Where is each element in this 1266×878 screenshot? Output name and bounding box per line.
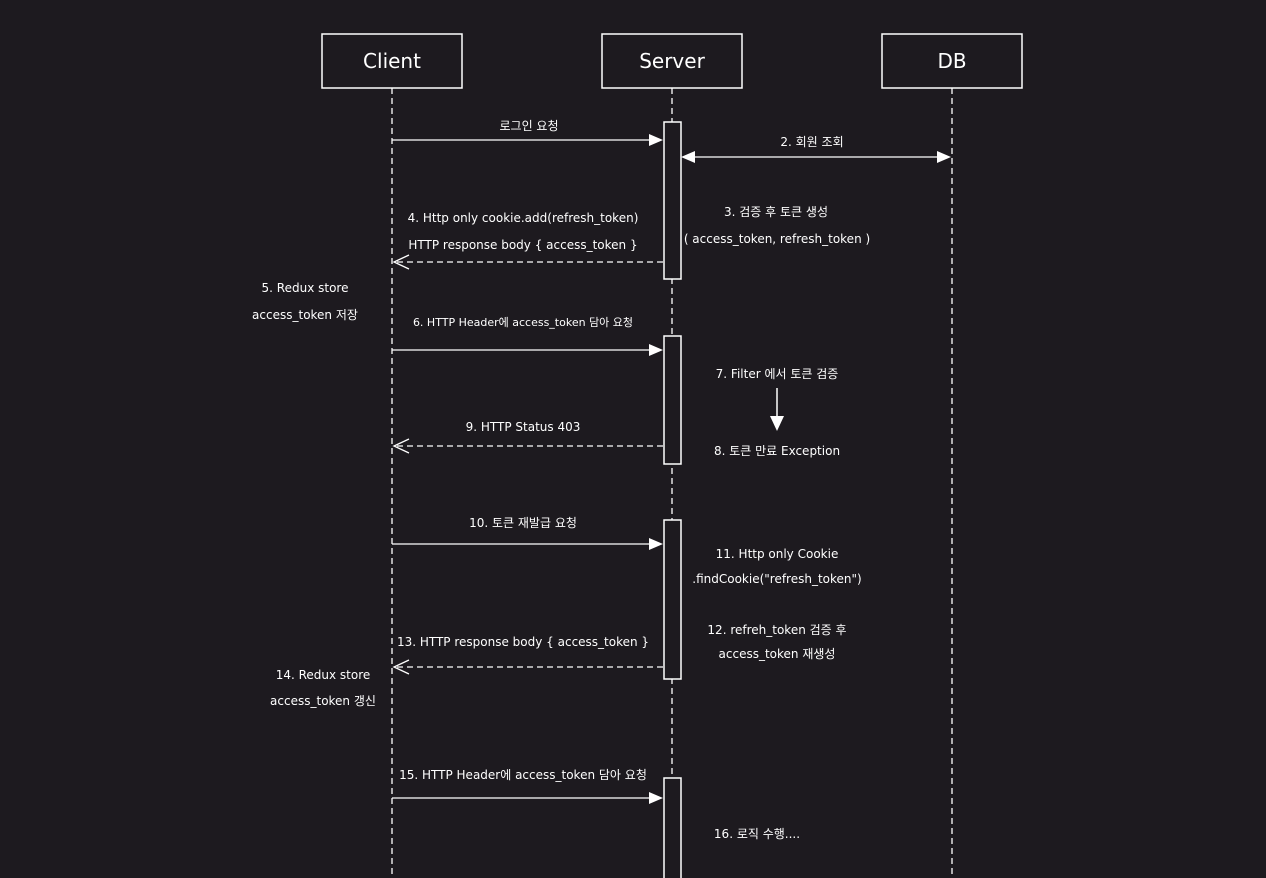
message-10-arrowhead bbox=[649, 538, 663, 550]
message-2-arrowhead-left bbox=[681, 151, 695, 163]
message-3-label-line1: 3. 검증 후 토큰 생성 bbox=[724, 205, 828, 219]
message-15-arrowhead bbox=[649, 792, 663, 804]
activation-bar-1 bbox=[663, 121, 682, 280]
message-4-label-line1: 4. Http only cookie.add(refresh_token) bbox=[408, 211, 639, 225]
message-9-label: 9. HTTP Status 403 bbox=[466, 420, 581, 434]
actor-server[interactable]: Server bbox=[601, 33, 743, 89]
note-14-line2: access_token 갱신 bbox=[270, 694, 376, 708]
note-16-label: 16. 로직 수행.... bbox=[714, 826, 800, 841]
message-6-label: 6. HTTP Header에 access_token 담아 요청 bbox=[413, 316, 633, 329]
message-15-label: 15. HTTP Header에 access_token 담아 요청 bbox=[399, 768, 647, 782]
actor-db-label: DB bbox=[937, 49, 966, 73]
message-3-label-line2: ( access_token, refresh_token ) bbox=[684, 232, 870, 246]
message-4-label-line2: HTTP response body { access_token } bbox=[408, 238, 637, 252]
note-5-line1: 5. Redux store bbox=[262, 281, 349, 295]
note-11-line1: 11. Http only Cookie bbox=[716, 547, 839, 561]
actor-server-label: Server bbox=[639, 49, 705, 73]
note-7-label: 7. Filter 에서 토큰 검증 bbox=[716, 367, 839, 381]
message-2-arrowhead-right bbox=[937, 151, 951, 163]
activation-bar-4 bbox=[663, 777, 682, 878]
note-12-line1: 12. refreh_token 검증 후 bbox=[707, 623, 846, 637]
message-6-arrowhead bbox=[649, 344, 663, 356]
note-12-line2: access_token 재생성 bbox=[719, 647, 836, 661]
note-5-line2: access_token 저장 bbox=[252, 308, 358, 322]
actor-db[interactable]: DB bbox=[881, 33, 1023, 89]
note-7-down-arrowhead bbox=[770, 416, 784, 431]
message-13-label: 13. HTTP response body { access_token } bbox=[397, 635, 649, 649]
message-2-label: 2. 회원 조회 bbox=[780, 135, 843, 149]
activation-bar-3 bbox=[663, 519, 682, 680]
actor-client[interactable]: Client bbox=[321, 33, 463, 89]
note-8-label: 8. 토큰 만료 Exception bbox=[714, 444, 840, 458]
note-14-line1: 14. Redux store bbox=[276, 668, 371, 682]
message-9-arrowhead bbox=[392, 438, 410, 454]
message-1-label: 로그인 요청 bbox=[499, 119, 558, 133]
message-10-label: 10. 토큰 재발급 요청 bbox=[469, 516, 577, 530]
message-13-arrowhead bbox=[392, 659, 410, 675]
note-11-line2: .findCookie("refresh_token") bbox=[692, 572, 861, 586]
message-1-arrowhead bbox=[649, 134, 663, 146]
actor-client-label: Client bbox=[363, 49, 421, 73]
message-4-arrowhead bbox=[392, 254, 410, 270]
activation-bar-2 bbox=[663, 335, 682, 465]
